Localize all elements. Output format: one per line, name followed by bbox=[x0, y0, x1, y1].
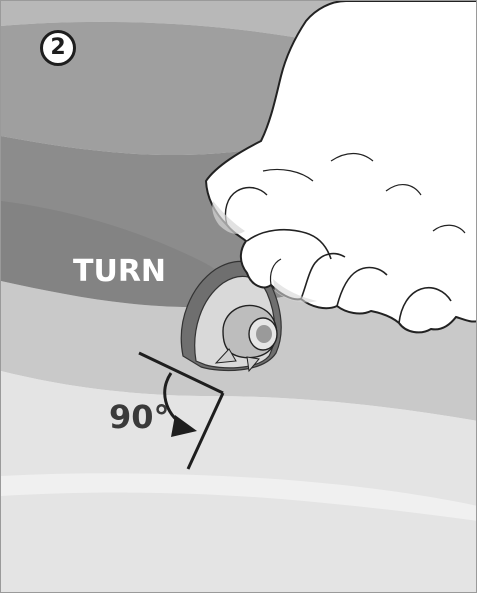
step-number-badge: 2 bbox=[40, 30, 76, 66]
step-number: 2 bbox=[50, 37, 65, 59]
angle-label: 90° bbox=[109, 401, 170, 433]
action-label: TURN bbox=[73, 257, 166, 287]
